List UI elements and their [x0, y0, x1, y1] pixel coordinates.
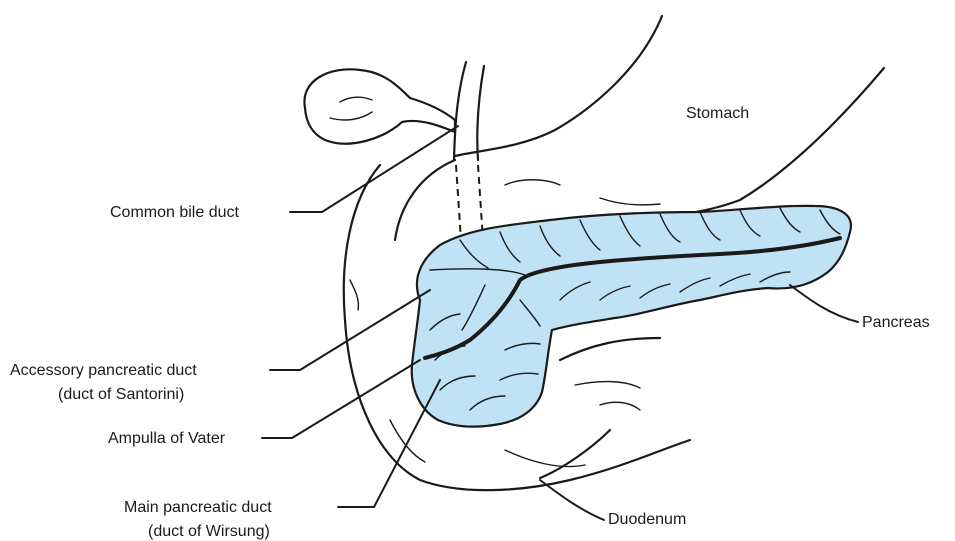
label-duodenum: Duodenum [608, 511, 686, 528]
common-bile-duct-shape [454, 62, 484, 255]
stomach-outline [455, 16, 884, 217]
label-pancreas: Pancreas [862, 314, 930, 331]
leader-pancreas [790, 285, 858, 322]
label-main-duct-line2: (duct of Wirsung) [148, 523, 270, 540]
label-main-duct-line1: Main pancreatic duct [124, 499, 272, 516]
pancreas-shape [412, 206, 851, 427]
gallbladder [304, 69, 455, 143]
label-accessory-duct-line1: Accessory pancreatic duct [10, 362, 197, 379]
label-accessory-duct-line2: (duct of Santorini) [58, 386, 184, 403]
label-common-bile-duct: Common bile duct [110, 204, 240, 221]
pancreas-body [412, 206, 851, 427]
leader-ampulla [262, 360, 420, 438]
leader-duodenum [540, 480, 604, 520]
label-stomach: Stomach [686, 105, 749, 122]
label-ampulla: Ampulla of Vater [108, 430, 226, 447]
